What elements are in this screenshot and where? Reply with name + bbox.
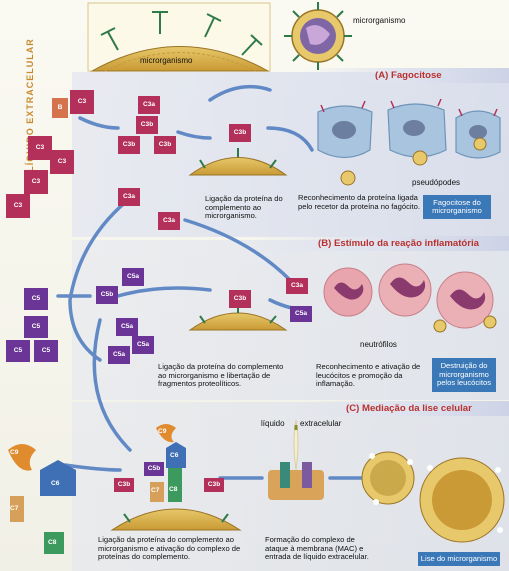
- section-c-title: (C) Mediação da lise celular: [346, 403, 472, 414]
- protein-c3a-label: C3a: [138, 96, 160, 114]
- c9-complex: [156, 424, 176, 443]
- section-a-caption-recognition: Reconhecimento da proteína ligada pelo r…: [298, 193, 421, 211]
- fluid-label-right: extracelular: [300, 419, 342, 428]
- protein-c5b-label: C5b: [96, 286, 118, 304]
- protein-c3a-label: C3a: [158, 212, 180, 230]
- c7-protein: [10, 496, 24, 522]
- pseudopods-label: pseudópodes: [412, 178, 461, 187]
- arrow-c5b-to-bind-b: [116, 286, 212, 298]
- c8-complex: [168, 466, 182, 502]
- section-b-caption-recognition: Reconhecimento e ativação de leucócitos …: [316, 362, 421, 388]
- protein-c3b-label: C3b: [204, 478, 224, 492]
- protein-c6-label: C6: [51, 480, 60, 487]
- arrow-c3-split: [78, 116, 120, 130]
- protein-c5-label: C5: [24, 288, 48, 310]
- microorganism-label-left: microrganismo: [140, 56, 193, 65]
- microorganism-icon: [284, 2, 352, 70]
- section-c-result: Lise do microrganismo: [418, 552, 500, 566]
- neutrophil-icon: [323, 263, 497, 333]
- protein-c5a-label: C5a: [132, 336, 154, 354]
- protein-c3-label: C3: [70, 90, 94, 114]
- protein-c5-label: C5: [34, 340, 58, 362]
- protein-c5b-label: C5b: [144, 462, 164, 476]
- protein-c7-label: C7: [10, 505, 19, 512]
- section-c-caption-mac: Formação do complexo de ataque à membran…: [265, 535, 369, 561]
- protein-c3-label: C3: [50, 150, 74, 174]
- protein-c3b-label: C3b: [229, 290, 251, 308]
- arrow-c9-to-c: [63, 463, 122, 472]
- protein-c5-label: C5: [24, 316, 48, 338]
- protein-c8-label: C8: [48, 539, 57, 546]
- protein-c3b-label: C3b: [114, 478, 134, 492]
- protein-c9-label: C9: [158, 428, 167, 435]
- microorganism-label-right: microrganismo: [353, 16, 406, 25]
- mac-pore-icon: [268, 419, 324, 500]
- section-b-result: Destruição do microrganismo pelos leucóc…: [432, 358, 496, 392]
- protein-c3a-label: C3a: [118, 188, 140, 206]
- title-bar-a: [300, 68, 509, 83]
- section-b-title: (B) Estímulo da reação inflamatória: [318, 238, 479, 249]
- protein-c5a-label: C5a: [108, 346, 130, 364]
- section-c-caption-binding: Ligação da proteína do complemento ao mi…: [98, 535, 241, 561]
- c6-complex: [166, 442, 186, 468]
- title-bar-c: [300, 401, 509, 416]
- protein-c3b-label: C3b: [229, 124, 251, 142]
- protein-c3b-label: C3b: [118, 136, 140, 154]
- section-b-caption-binding: Ligação da proteína do complemento ao mi…: [158, 362, 284, 388]
- protein-c5a-label: C5a: [116, 318, 138, 336]
- section-a-caption-binding: Ligação da proteína do complemento ao mi…: [205, 194, 283, 220]
- protein-c3a-label: C3a: [286, 278, 308, 294]
- protein-c5a-label: C5a: [122, 268, 144, 286]
- arrow-c3b-to-bind-a: [176, 130, 212, 140]
- title-bar-b: [250, 236, 509, 251]
- section-a-title: (A) Fagocitose: [375, 70, 442, 81]
- protein-c3-label: C3: [6, 194, 30, 218]
- arrow-c3a-to-b: [68, 198, 130, 362]
- arrow-c3a-to-neutrophil: [183, 218, 292, 282]
- protein-c3b-label: C3b: [136, 116, 158, 134]
- c6-protein: [40, 460, 76, 496]
- protein-c3-label: C3: [28, 136, 52, 160]
- protein-c9-label: C9: [10, 449, 19, 456]
- protein-c3b-label: C3b: [154, 136, 176, 154]
- section-a-result: Fagocitose do microrganismo: [423, 195, 491, 219]
- protein-c7-label: C7: [151, 487, 160, 494]
- c9-protein: [8, 444, 36, 471]
- protein-c5-label: C5: [6, 340, 30, 362]
- arrow-c5b-to-c: [92, 318, 132, 452]
- protein-c8-label: C8: [169, 486, 178, 493]
- fluid-label-left: líquido: [261, 419, 285, 428]
- protein-c3-label: C3: [24, 170, 48, 194]
- c7-complex: [150, 482, 164, 502]
- c8-protein: [44, 532, 64, 554]
- protein-c5a-label: C5a: [290, 306, 312, 322]
- protein-c6-label: C6: [170, 452, 179, 459]
- neutrophils-label: neutrófilos: [360, 340, 397, 349]
- receptor-icon: [100, 11, 263, 56]
- arrow-bind-to-recognize-a: [266, 126, 314, 152]
- protein-b-label: B: [52, 98, 68, 118]
- arrow-c3-to-top: [208, 84, 272, 102]
